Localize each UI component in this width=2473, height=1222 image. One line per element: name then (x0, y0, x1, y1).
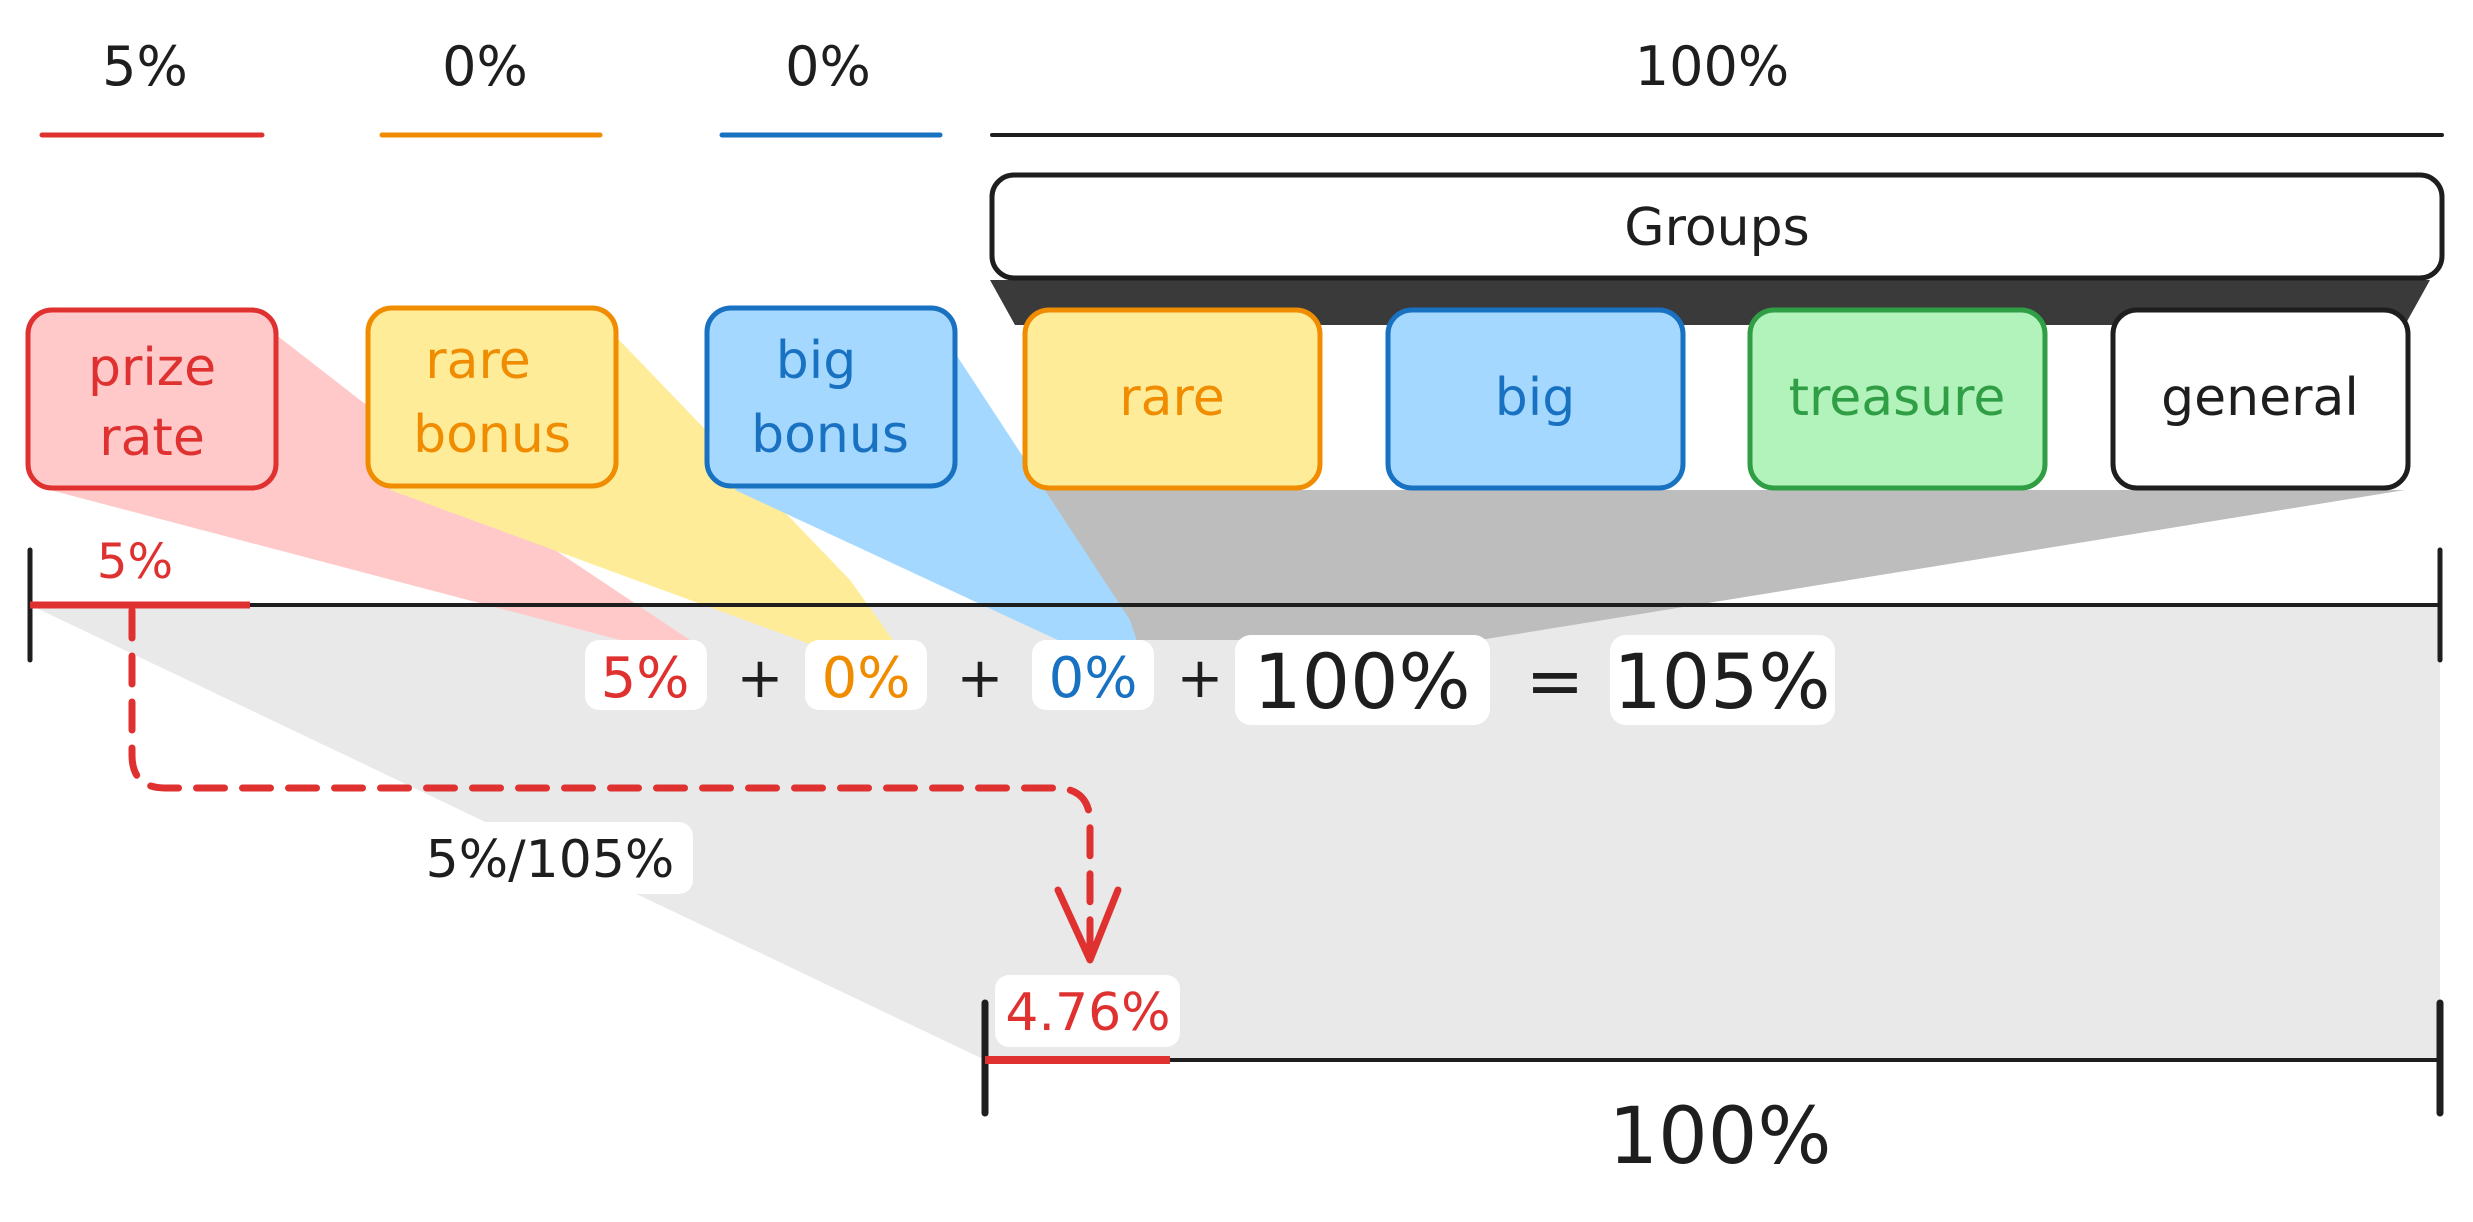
rare-bonus-label-line2: bonus (413, 405, 571, 465)
equation-term1: 5% (601, 646, 690, 711)
big-bonus-box (704, 305, 958, 489)
rare-bonus-box (365, 305, 619, 489)
groups-header-label: Groups (1624, 198, 1809, 258)
equation-plus1: + (737, 646, 784, 711)
big-bonus-label-line1: big (776, 331, 856, 391)
result-label-bg (995, 975, 1180, 1047)
top-label-rare-bonus: 0% (442, 35, 528, 98)
gray-projection-groups (1025, 490, 2405, 640)
general-group-label: general (2161, 368, 2359, 428)
equation-equals: = (1526, 640, 1585, 722)
dashed-arrow (128, 606, 1094, 964)
prize-rate-label-line1: prize (88, 338, 216, 398)
general-group-box (2110, 307, 2411, 491)
equation-term2: 0% (822, 646, 911, 711)
rare-group-label: rare (1119, 368, 1224, 428)
equation-plus2: + (957, 646, 1004, 711)
equation-result: 105% (1613, 637, 1830, 726)
equation-term4: 100% (1253, 637, 1470, 726)
top-bar-red-label: 5% (97, 534, 173, 590)
result-label: 4.76% (1005, 983, 1170, 1043)
big-group-label: big (1495, 368, 1575, 428)
rare-group-box (1022, 307, 1323, 491)
top-label-prize-rate: 5% (102, 35, 188, 98)
top-label-groups-total: 100% (1635, 35, 1789, 98)
equation-term3-bg (1032, 640, 1154, 710)
groups-header-box (989, 172, 2445, 281)
equation-term1-bg (585, 640, 707, 710)
equation-result-bg (1610, 635, 1835, 725)
equation-term2-bg (805, 640, 927, 710)
bottom-total-label: 100% (1609, 1092, 1832, 1182)
ratio-label-bg (408, 822, 693, 894)
prize-rate-box (25, 307, 279, 491)
gray-projection-to-bottom-bar (30, 605, 2440, 1060)
treasure-group-box (1747, 307, 2048, 491)
equation-term3: 0% (1049, 646, 1138, 711)
equation-plus3: + (1177, 646, 1224, 711)
big-group-box (1385, 307, 1686, 491)
gray-projection-groups-header (990, 280, 2430, 325)
big-bonus-label-line2: bonus (751, 405, 909, 465)
equation-term4-bg (1235, 635, 1490, 725)
dashed-arrow-head (1054, 886, 1122, 964)
top-label-big-bonus: 0% (785, 35, 871, 98)
treasure-group-label: treasure (1789, 368, 2006, 428)
ratio-label: 5%/105% (426, 830, 675, 890)
prize-rate-label-line2: rate (99, 408, 205, 468)
rare-bonus-label-line1: rare (425, 331, 530, 391)
